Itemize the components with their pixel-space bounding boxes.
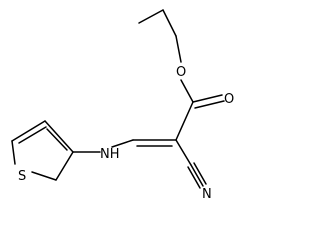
structure-canvas: O O N NH S	[11, 9, 234, 202]
bond-nitrile-triple-c	[193, 162, 207, 185]
bond-vinyl-nitrogen	[111, 139, 134, 148]
bond-carbonyl-oxygen-double-b	[194, 100, 225, 109]
molecule-structure: O O N NH S	[11, 9, 234, 202]
bond-ring-c4-c3-inner	[46, 128, 68, 151]
atom-label-amine: NH	[100, 147, 120, 162]
bond-ring-c2-s	[31, 171, 57, 181]
bond-nitrile-triple-b	[187, 166, 201, 189]
bond-ring-c3-c2	[55, 151, 74, 181]
bond-ch2-oxygen	[175, 35, 182, 63]
bond-carbonyl-oxygen-double-a	[192, 94, 223, 103]
bond-oxygen-carbonyl	[180, 79, 194, 103]
bond-nitrile-triple-a	[190, 164, 204, 187]
bond-ring-s-c5	[11, 140, 16, 165]
bond-ring-c4-c3	[44, 120, 74, 153]
bond-ethyl-ch3	[138, 9, 164, 24]
bond-ethyl-ch2	[162, 9, 177, 37]
bond-alpha-nitrile-carbon	[175, 139, 192, 166]
atom-label-carbonyl-oxygen: O	[224, 92, 234, 107]
atom-label-nitrile-nitrogen: N	[202, 187, 212, 202]
bond-ring-c5-c4	[11, 120, 46, 142]
atom-label-thiophene-sulfur: S	[18, 169, 26, 184]
atom-label-ester-oxygen: O	[176, 65, 186, 80]
bond-carbonyl-alpha	[175, 101, 194, 141]
bond-ring-c5-c4-inner	[18, 126, 47, 144]
